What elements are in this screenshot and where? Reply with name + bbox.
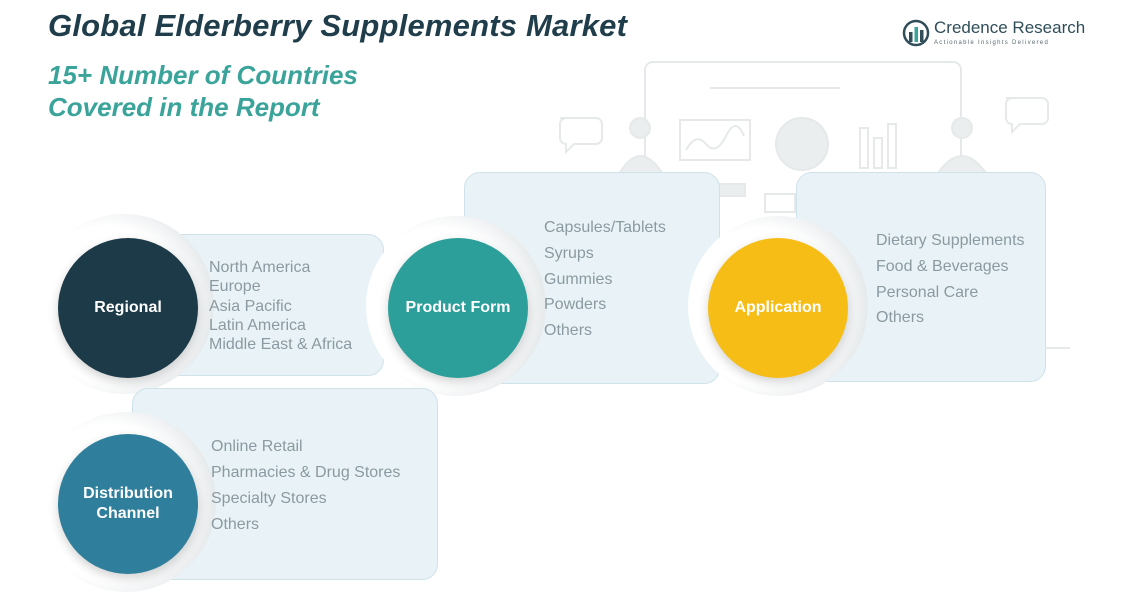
- logo-name: Credence Research: [934, 18, 1086, 37]
- bar-chart-logo-icon: [902, 19, 930, 47]
- list-item: Europe: [209, 278, 261, 296]
- list-item: Online Retail: [211, 438, 303, 455]
- product-form-label: Product Form: [405, 299, 511, 316]
- distribution-channel-label-line-1: Distribution: [83, 485, 173, 502]
- list-item: Latin America: [209, 316, 306, 334]
- logo-tagline: Actionable Insights Delivered: [934, 40, 1050, 46]
- list-item: Specialty Stores: [211, 490, 327, 507]
- list-item: Pharmacies & Drug Stores: [211, 464, 401, 481]
- presentation-illustration: [559, 61, 1070, 349]
- list-item: Others: [876, 309, 925, 327]
- regional-list: North America Europe Asia Pacific Latin …: [209, 258, 352, 354]
- list-item: Others: [211, 516, 260, 533]
- distribution-channel-list: Online Retail Pharmacies & Drug Stores S…: [211, 434, 400, 538]
- product-form-list: Capsules/Tablets Syrups Gummies Powders …: [544, 215, 666, 344]
- list-item: Syrups: [544, 244, 594, 262]
- distribution-channel-circle: Distribution Channel: [58, 434, 198, 574]
- regional-circle: Regional: [58, 238, 198, 378]
- list-item: Capsules/Tablets: [544, 219, 666, 236]
- list-item: Dietary Supplements: [876, 232, 1025, 249]
- product-form-circle: Product Form: [388, 238, 528, 378]
- subtitle-line-1: 15+ Number of Countries: [48, 60, 358, 90]
- application-label: Application: [734, 299, 822, 316]
- list-item: Food & Beverages: [876, 257, 1009, 275]
- list-item: Powders: [544, 296, 607, 314]
- page-title: Global Elderberry Supplements Market: [48, 8, 628, 43]
- distribution-channel-label-line-2: Channel: [96, 505, 160, 522]
- credence-logo: Credence Research Actionable Insights De…: [902, 16, 1102, 50]
- list-item: Gummies: [544, 270, 613, 288]
- list-item: Middle East & Africa: [209, 336, 353, 354]
- subtitle-line-2: Covered in the Report: [48, 92, 320, 122]
- application-circle: Application: [708, 238, 848, 378]
- list-item: Personal Care: [876, 283, 979, 301]
- list-item: Others: [544, 322, 593, 340]
- list-item: North America: [209, 259, 311, 276]
- application-list: Dietary Supplements Food & Beverages Per…: [876, 228, 1025, 331]
- list-item: Asia Pacific: [209, 297, 292, 315]
- regional-label: Regional: [94, 299, 162, 316]
